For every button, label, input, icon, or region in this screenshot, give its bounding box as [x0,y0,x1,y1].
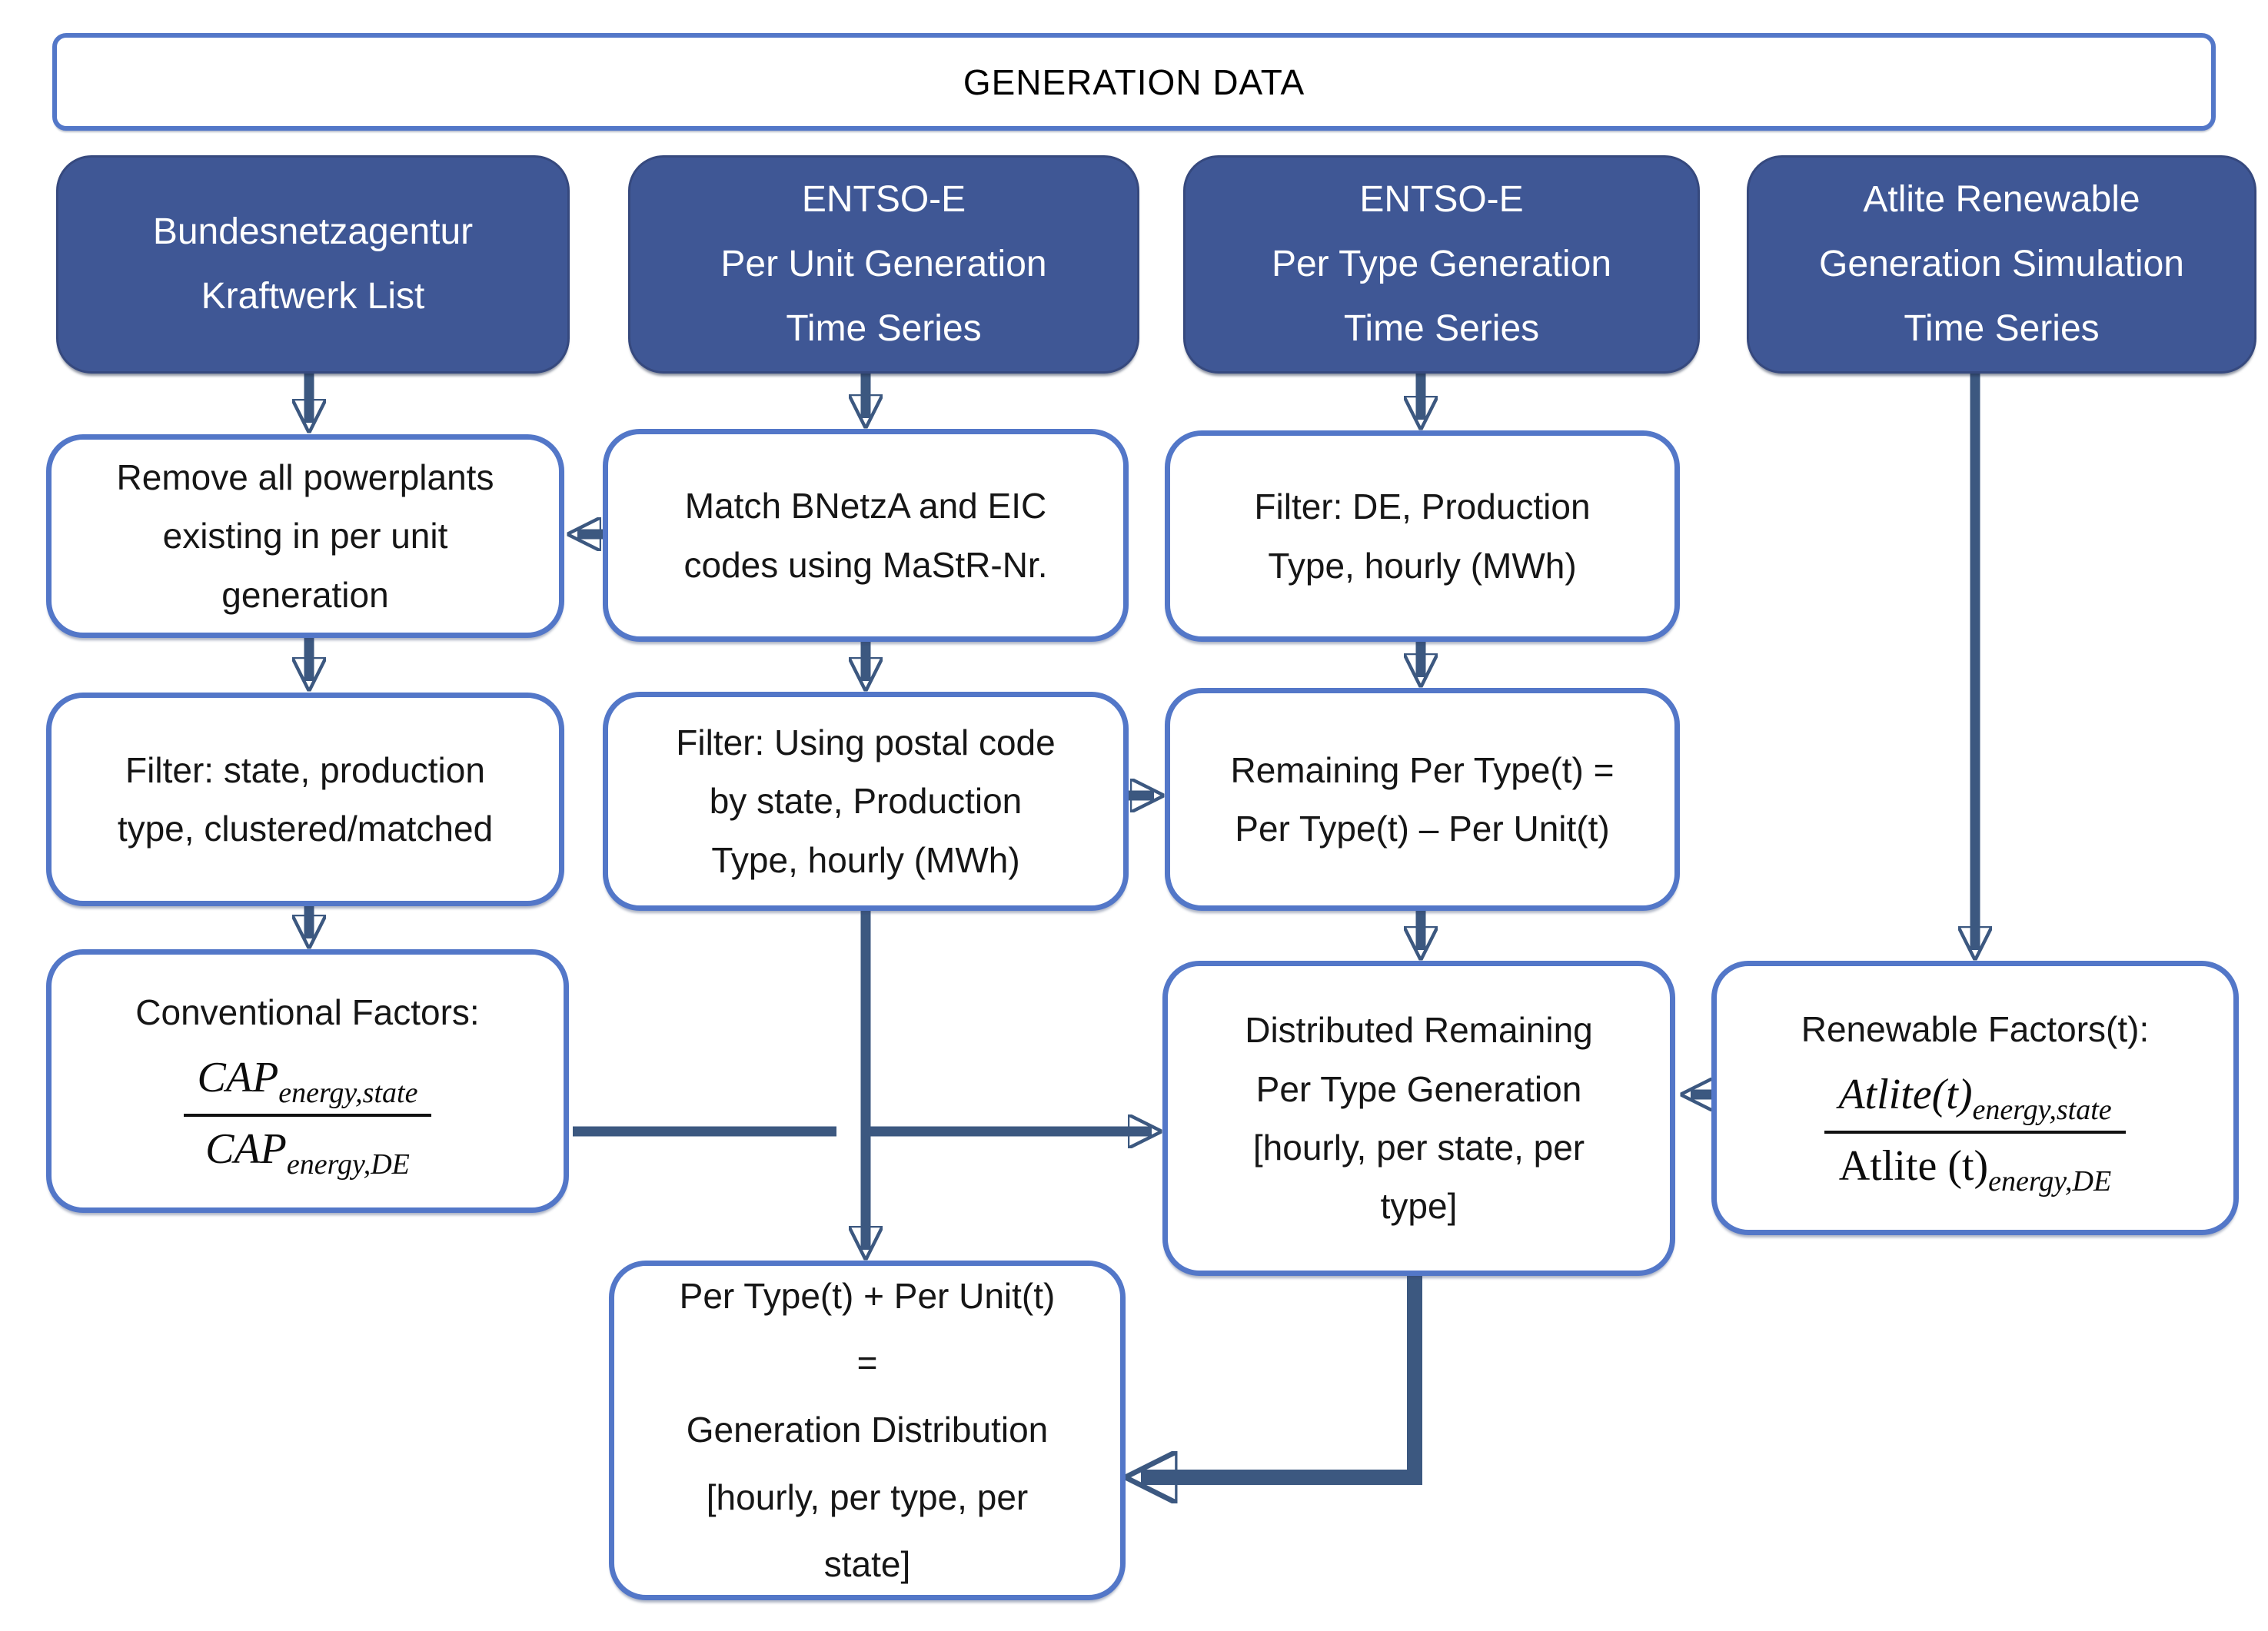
source-box-entsoe-per-unit: ENTSO-E Per Unit Generation Time Series [628,155,1139,374]
step-text-line: by state, Production [709,781,1023,822]
step-box-filter-state: Filter: state, production type, clustere… [46,693,564,906]
conventional-factors-formula: CAPenergy,state CAPenergy,DE [183,1053,432,1181]
source-box-atlite-simulation: Atlite Renewable Generation Simulation T… [1747,155,2256,374]
step-text-line: Filter: Using postal code [676,722,1056,762]
step-text-line: Remove all powerplants [116,457,494,497]
formula-denominator: Atlite (t)energy,DE [1838,1141,2112,1198]
step-text-line: Type, hourly (MWh) [711,839,1020,880]
source-label-line: Time Series [786,308,982,349]
step-text-line: existing in per unit [162,516,448,556]
step-text-line: Filter: DE, Production [1254,487,1591,527]
step-text-line: Per Type(t) + Per Unit(t) [679,1275,1056,1316]
step-box-conventional-factors: Conventional Factors: CAPenergy,state CA… [46,949,569,1213]
step-text-line: = [856,1342,878,1383]
formula-numerator: Atlite(t)energy,state [1824,1070,2126,1134]
source-box-bnetza-kraftwerk-list: Bundesnetzagentur Kraftwerk List [56,155,570,374]
step-text-line: codes using MaStR-Nr. [683,544,1048,585]
step-text-line: Distributed Remaining [1245,1010,1593,1051]
step-box-match-codes: Match BNetzA and EIC codes using MaStR-N… [603,429,1129,642]
title-box: GENERATION DATA [52,33,2216,131]
source-label-line: Atlite Renewable [1863,179,2140,220]
step-text-line: Per Type(t) – Per Unit(t) [1235,809,1610,849]
step-text-line: type, clustered/matched [117,809,494,849]
source-label-line: ENTSO-E [1359,179,1524,220]
step-box-remaining-per-type: Remaining Per Type(t) = Per Type(t) – Pe… [1165,688,1680,911]
source-label-line: Time Series [1343,308,1540,349]
source-label-line: Per Type Generation [1271,244,1612,284]
source-label-line: Kraftwerk List [201,276,425,317]
step-box-remove-powerplants: Remove all powerplants existing in per u… [46,434,564,638]
step-box-filter-postal: Filter: Using postal code by state, Prod… [603,692,1129,911]
formula-denominator: CAPenergy,DE [205,1124,410,1181]
source-label-line: Per Unit Generation [720,244,1047,284]
renewable-factors-formula: Atlite(t)energy,state Atlite (t)energy,D… [1824,1070,2126,1198]
step-text-line: Match BNetzA and EIC [684,486,1047,527]
step-text-line: Generation Distribution [686,1410,1049,1450]
result-box-generation-distribution: Per Type(t) + Per Unit(t) = Generation D… [609,1261,1126,1600]
page-title: GENERATION DATA [963,61,1305,102]
step-text-line: state] [823,1544,911,1585]
step-text-line: Remaining Per Type(t) = [1230,749,1615,790]
step-text-line: [hourly, per type, per [706,1477,1029,1517]
step-box-renewable-factors: Renewable Factors(t): Atlite(t)energy,st… [1711,961,2239,1235]
source-label-line: Generation Simulation [1819,244,2184,284]
source-label-line: ENTSO-E [801,179,966,220]
step-text-line: type] [1380,1186,1458,1227]
step-box-distributed-remaining: Distributed Remaining Per Type Generatio… [1162,961,1675,1276]
step-text-line: Per Type Generation [1255,1068,1582,1109]
formula-numerator: CAPenergy,state [183,1053,432,1117]
step-text-line: generation [221,574,389,615]
source-box-entsoe-per-type: ENTSO-E Per Type Generation Time Series [1183,155,1700,374]
step-text-line: Renewable Factors(t): [1801,1009,2150,1050]
source-label-line: Bundesnetzagentur [152,211,474,252]
step-text-line: [hourly, per state, per [1252,1128,1585,1168]
step-text-line: Conventional Factors: [135,992,480,1033]
step-text-line: Filter: state, production [125,749,485,790]
arrow-distributed-to-result [1141,1276,1422,1477]
step-box-filter-de: Filter: DE, Production Type, hourly (MWh… [1165,430,1680,642]
source-label-line: Time Series [1904,308,2100,349]
step-text-line: Type, hourly (MWh) [1268,545,1577,586]
